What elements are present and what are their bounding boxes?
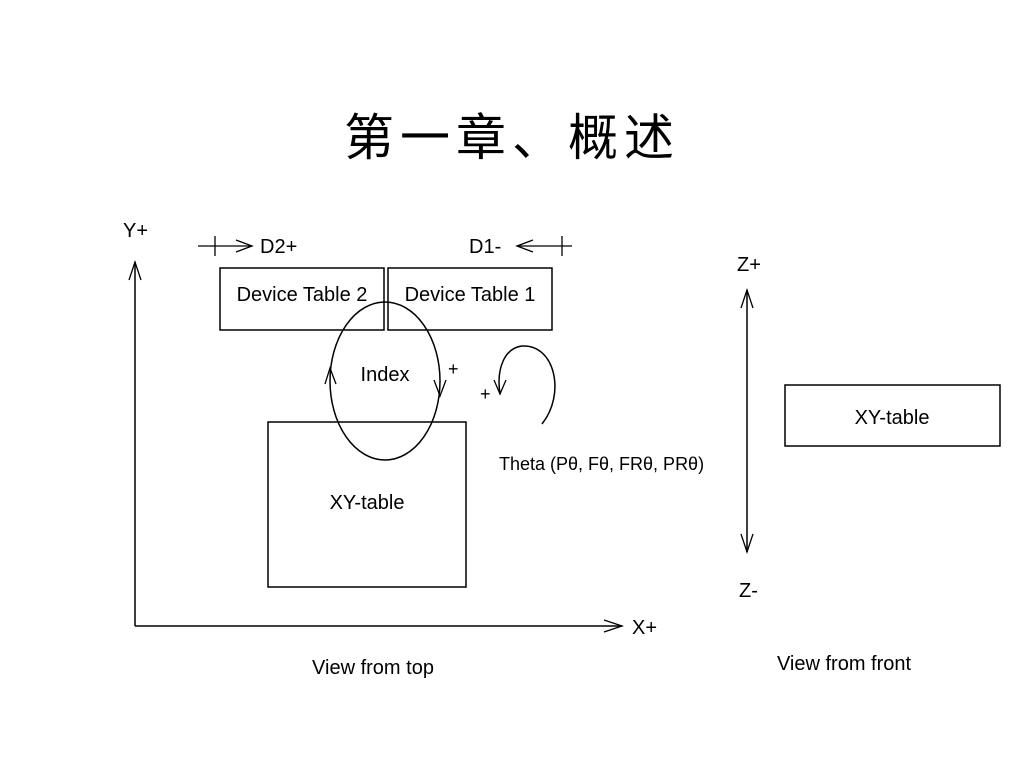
front-view-caption: View from front <box>777 653 912 675</box>
z-axis-arrowhead-bottom <box>740 533 754 555</box>
index-label: Index <box>361 364 410 386</box>
index-arrowhead-right <box>433 379 447 398</box>
device-table-1-label: Device Table 1 <box>405 284 536 306</box>
d2-arrowhead <box>235 239 254 253</box>
z-axis-arrowhead-top <box>740 287 754 309</box>
top-view-caption: View from top <box>312 657 434 679</box>
d2-label: D2+ <box>260 236 297 258</box>
index-plus-sign: + <box>448 359 459 379</box>
theta-plus-sign: + <box>480 384 491 404</box>
xy-table-front-label: XY-table <box>855 407 930 429</box>
device-table-2-box <box>219 267 385 331</box>
theta-arc <box>498 345 556 425</box>
xy-table-top-label: XY-table <box>330 492 405 514</box>
x-axis-arrowhead <box>603 619 625 633</box>
z-minus-label: Z- <box>739 580 758 602</box>
d1-arrowhead <box>515 239 534 253</box>
y-axis-arrowhead <box>128 259 142 281</box>
device-table-2-label: Device Table 2 <box>237 284 368 306</box>
device-table-1-box <box>387 267 553 331</box>
slide-title: 第一章、概述 <box>344 109 680 167</box>
theta-label: Theta (Pθ, Fθ, FRθ, PRθ) <box>499 454 704 474</box>
index-arrowhead-left <box>324 365 337 385</box>
xy-table-top-box <box>267 421 467 588</box>
d1-label: D1- <box>469 236 501 258</box>
theta-arrowhead <box>493 379 507 396</box>
y-axis-label: Y+ <box>123 220 148 242</box>
x-axis-label: X+ <box>632 617 657 639</box>
z-plus-label: Z+ <box>737 254 761 276</box>
xy-table-front-box <box>784 384 1001 447</box>
index-circle <box>329 301 441 461</box>
